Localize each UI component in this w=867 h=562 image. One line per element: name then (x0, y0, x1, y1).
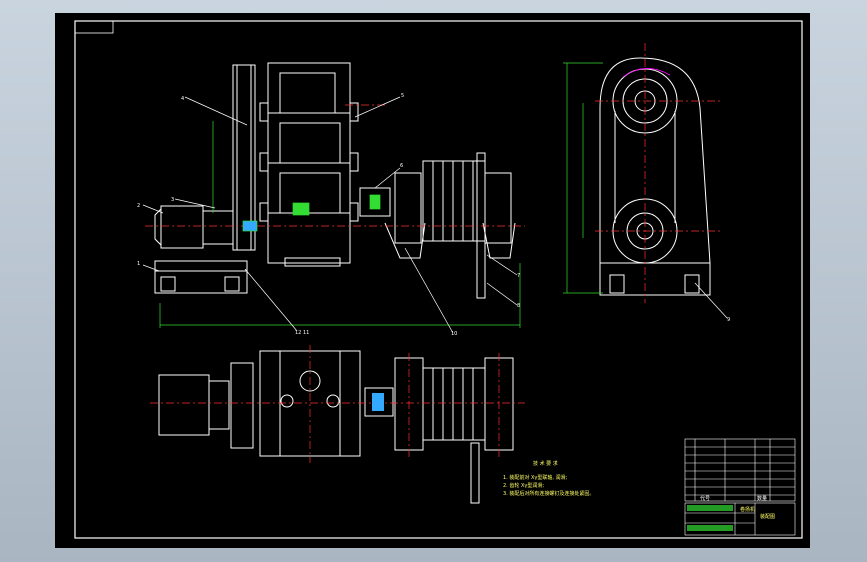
callout-10: 10 (451, 331, 457, 337)
motor-body (160, 205, 204, 249)
winch-drum (422, 160, 486, 242)
callout-6: 6 (400, 163, 403, 169)
motor-base (154, 260, 248, 272)
callout-4: 4 (181, 96, 184, 102)
drum-support-left (394, 172, 422, 244)
title-block-name: 卷扬机 (740, 506, 755, 513)
belt-drive (232, 64, 256, 251)
notes-line-3: 3. 装配后对所有连接螺钉及连接处紧固。 (503, 490, 594, 497)
parts-header-qty: 数量 (757, 495, 767, 502)
title-block-subtitle: 装配图 (760, 513, 775, 520)
drawing-sheet: 4 3 2 1 5 6 12 11 10 7 8 9 (55, 13, 810, 548)
gearbox-side-housing (599, 57, 711, 264)
notes-line-1: 1. 装配前对 Xγ型联轴, 润滑; (503, 474, 568, 481)
callout-7: 7 (517, 273, 520, 279)
callout-3: 3 (171, 197, 174, 203)
front-view (154, 62, 516, 299)
drum-support-right (484, 172, 512, 244)
cad-drawing: 4 3 2 1 5 6 12 11 10 7 8 9 (74, 20, 803, 539)
notes-title: 技 术 要 求 (533, 460, 558, 467)
corner-box (74, 20, 114, 34)
parts-table (684, 438, 796, 502)
technical-notes: 技 术 要 求 1. 装配前对 Xγ型联轴, 润滑; 2. 齿轮 Xγ型润滑; … (503, 460, 594, 497)
top-view (158, 350, 514, 504)
callout-1: 1 (137, 261, 140, 267)
title-block (684, 502, 796, 536)
parts-header-code: 代号 (700, 495, 710, 502)
callout-5: 5 (401, 93, 404, 99)
callout-2: 2 (137, 203, 140, 209)
callout-9: 9 (727, 317, 730, 323)
callout-12-11: 12 11 (295, 330, 309, 336)
callout-8: 8 (517, 303, 520, 309)
side-base (599, 262, 711, 296)
notes-line-2: 2. 齿轮 Xγ型润滑; (503, 482, 544, 489)
side-view (599, 57, 711, 296)
outer-frame (74, 20, 803, 539)
motor-top (158, 374, 210, 436)
